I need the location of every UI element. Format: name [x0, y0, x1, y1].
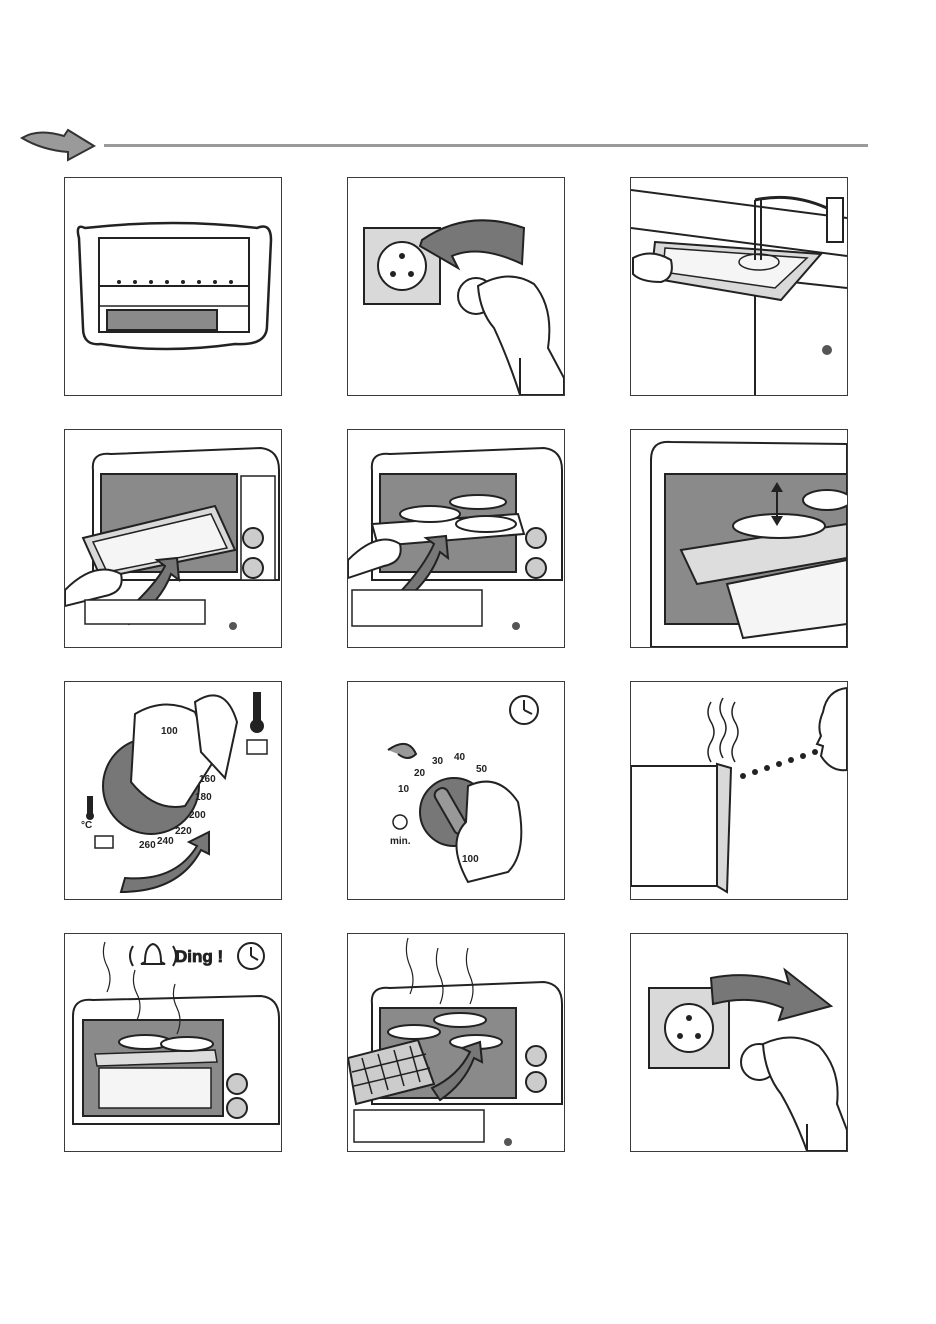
bell-icon	[130, 944, 176, 966]
dial-label-40: 40	[454, 752, 466, 763]
dial-label-180: 180	[195, 792, 212, 803]
ding-text: Ding !	[175, 947, 223, 966]
steam-icon	[708, 698, 738, 762]
dial-label-20: 20	[414, 768, 426, 779]
thermometer-icon	[250, 692, 264, 733]
header-rule	[104, 144, 868, 147]
clock-icon	[238, 943, 264, 969]
dial-label-260: 260	[139, 840, 156, 851]
step-6-panel	[630, 429, 848, 648]
unplug	[631, 934, 847, 1151]
step-12-panel	[630, 933, 848, 1152]
step-4-panel	[64, 429, 282, 648]
dial-label-10: 10	[398, 784, 410, 795]
step-8-panel: 10 20 30 40 50 100 min.	[347, 681, 565, 900]
dial-label-200: 200	[189, 810, 206, 821]
oven-mode-icon	[247, 740, 267, 754]
dial-label-50: 50	[476, 764, 488, 775]
watch-cooking	[631, 682, 847, 899]
insert-tray	[65, 430, 281, 647]
step-3-panel	[630, 177, 848, 396]
step-1-panel	[64, 177, 282, 396]
ding-end-of-cooking: Ding !	[65, 934, 281, 1151]
step-9-panel	[630, 681, 848, 900]
curved-arrow-icon	[388, 744, 416, 758]
step-7-panel: 100 160 180 200 220 240 260 °C	[64, 681, 282, 900]
step-10-panel: Ding !	[64, 933, 282, 1152]
dial-label-220: 220	[175, 826, 192, 837]
dial-label-160: 160	[199, 774, 216, 785]
plug-into-socket	[348, 178, 564, 395]
step-2-panel	[347, 177, 565, 396]
remove-food-with-mitt	[348, 934, 564, 1151]
timer-icon	[393, 815, 407, 829]
step-11-panel	[347, 933, 565, 1152]
section-header	[18, 124, 854, 164]
dial-label-30: 30	[432, 756, 444, 767]
unit-label-min: min.	[390, 836, 411, 847]
set-temperature: 100 160 180 200 220 240 260 °C	[65, 682, 281, 899]
place-food-on-rack	[348, 430, 564, 647]
eye-icon	[817, 688, 847, 770]
clock-icon	[510, 696, 538, 724]
step-5-panel	[347, 429, 565, 648]
set-timer: 10 20 30 40 50 100 min.	[348, 682, 564, 899]
dial-label-240: 240	[157, 836, 174, 847]
dial-label-100: 100	[161, 726, 178, 737]
fill-tray-with-water	[631, 178, 847, 395]
food-height-on-rack	[631, 430, 847, 647]
dial-label-100: 100	[462, 854, 479, 865]
unit-label-celsius: °C	[81, 820, 92, 831]
oven-interior-diagram	[65, 178, 281, 395]
arrow-icon	[18, 124, 108, 164]
